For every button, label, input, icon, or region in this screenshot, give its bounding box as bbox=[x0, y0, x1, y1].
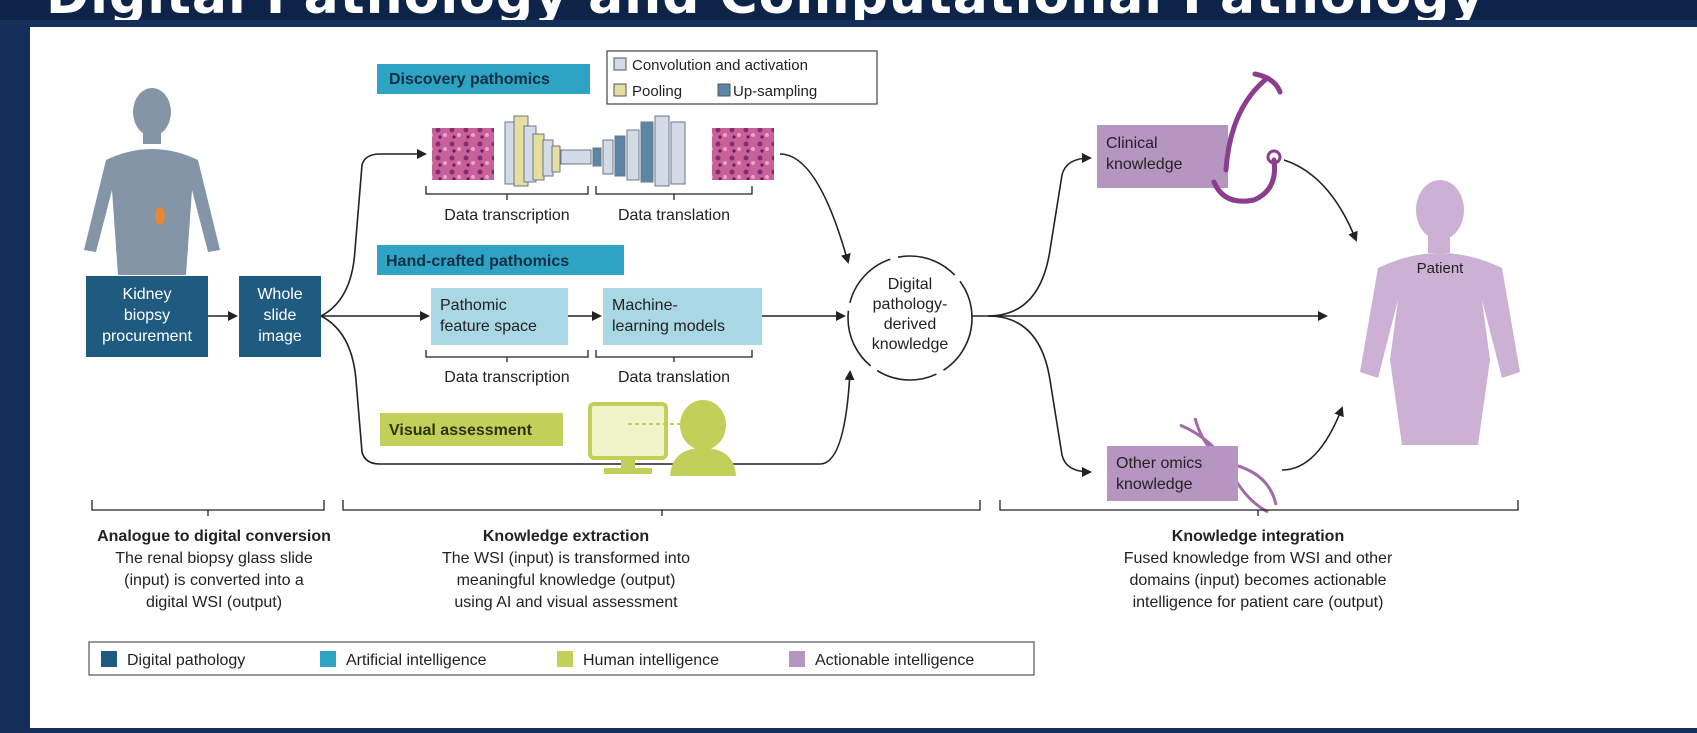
patient-silhouette-icon bbox=[1360, 180, 1520, 445]
legend-swatch-human bbox=[557, 651, 573, 667]
stage-analogue-to-digital: Analogue to digital conversion The renal… bbox=[97, 528, 331, 611]
clinical-line-2: knowledge bbox=[1106, 156, 1183, 173]
stethoscope-icon bbox=[1211, 71, 1283, 204]
cnn-legend-conv: Convolution and activation bbox=[632, 57, 808, 74]
legend-label-ai: Artificial intelligence bbox=[346, 652, 487, 669]
color-legend: Digital pathology Artificial intelligenc… bbox=[88, 641, 1035, 676]
ml-line-1: Machine- bbox=[612, 297, 678, 314]
handcrafted-pathomics-label: Hand-crafted pathomics bbox=[386, 253, 569, 270]
machine-learning-models-node: Machine- learning models bbox=[603, 288, 762, 345]
clinical-line-1: Clinical bbox=[1106, 135, 1158, 152]
dpdk-line-3: derived bbox=[884, 316, 936, 333]
ml-line-2: learning models bbox=[612, 318, 725, 335]
kidney-line-2: biopsy bbox=[124, 307, 170, 324]
patient-label: Patient bbox=[1417, 260, 1465, 277]
visual-assessment-label: Visual assessment bbox=[389, 422, 533, 439]
stage-1-line-3: digital WSI (output) bbox=[146, 594, 282, 611]
discovery-pathomics-label: Discovery pathomics bbox=[389, 71, 550, 88]
kidney-line-3: procurement bbox=[102, 328, 192, 345]
stage-2-line-2: meaningful knowledge (output) bbox=[457, 572, 676, 589]
handcrafted-braces bbox=[425, 350, 753, 362]
dpdk-line-4: knowledge bbox=[872, 336, 949, 353]
stage-braces bbox=[91, 500, 1519, 516]
stage-2-line-3: using AI and visual assessment bbox=[454, 594, 678, 611]
stage-3-title: Knowledge integration bbox=[1172, 528, 1344, 545]
handcrafted-data-transcription: Data transcription bbox=[444, 369, 569, 386]
discovery-data-transcription: Data transcription bbox=[444, 207, 569, 224]
monitor-icon bbox=[588, 402, 680, 474]
dpdk-line-2: pathology- bbox=[873, 296, 948, 313]
stage-1-line-2: (input) is converted into a bbox=[124, 572, 304, 589]
stage-1-title: Analogue to digital conversion bbox=[97, 528, 331, 545]
wsi-line-3: image bbox=[258, 328, 302, 345]
legend-swatch-actionable bbox=[789, 651, 805, 667]
slide-title: Digital Pathology and Computational Path… bbox=[46, 0, 1485, 20]
omics-line-2: knowledge bbox=[1116, 476, 1193, 493]
wsi-line-2: slide bbox=[264, 307, 297, 324]
clinical-knowledge-node: Clinical knowledge bbox=[1097, 125, 1228, 188]
stage-knowledge-extraction: Knowledge extraction The WSI (input) is … bbox=[442, 528, 690, 611]
figure-panel: Kidney biopsy procurement Whole slide im… bbox=[30, 27, 1697, 728]
discovery-label-bg bbox=[377, 64, 590, 94]
handcrafted-label-bg bbox=[377, 245, 624, 275]
stage-1-line-1: The renal biopsy glass slide bbox=[115, 550, 313, 567]
omics-line-1: Other omics bbox=[1116, 455, 1202, 472]
pathomic-feature-space-node: Pathomic feature space bbox=[431, 288, 568, 345]
kidney-biopsy-node: Kidney biopsy procurement bbox=[86, 276, 208, 357]
legend-label-human: Human intelligence bbox=[583, 652, 719, 669]
cnn-legend-up: Up-sampling bbox=[733, 83, 817, 100]
discovery-data-translation: Data translation bbox=[618, 207, 730, 224]
wsi-line-1: Whole bbox=[257, 286, 302, 303]
discovery-braces bbox=[425, 186, 753, 200]
kidney-icon bbox=[155, 207, 165, 225]
slide-title-bar: Digital Pathology and Computational Path… bbox=[0, 0, 1697, 20]
visual-label-bg bbox=[380, 413, 563, 446]
cnn-architecture-icon bbox=[504, 115, 686, 187]
cnn-legend-pool: Pooling bbox=[632, 83, 682, 100]
pathomic-line-2: feature space bbox=[440, 318, 537, 335]
other-omics-knowledge-node: Other omics knowledge bbox=[1107, 446, 1238, 501]
legend-label-actionable: Actionable intelligence bbox=[815, 652, 974, 669]
stage-3-line-1: Fused knowledge from WSI and other bbox=[1124, 550, 1393, 567]
stage-knowledge-integration: Knowledge integration Fused knowledge fr… bbox=[1124, 528, 1393, 611]
output-tissue-image bbox=[712, 128, 774, 180]
dpdk-line-1: Digital bbox=[888, 276, 932, 293]
legend-swatch-digital bbox=[101, 651, 117, 667]
kidney-line-1: Kidney bbox=[123, 286, 172, 303]
whole-slide-image-node: Whole slide image bbox=[239, 276, 321, 357]
stage-2-title: Knowledge extraction bbox=[483, 528, 649, 545]
pathology-workflow-diagram: Kidney biopsy procurement Whole slide im… bbox=[84, 50, 1520, 676]
legend-swatch-ai bbox=[320, 651, 336, 667]
handcrafted-data-translation: Data translation bbox=[618, 369, 730, 386]
input-tissue-image bbox=[432, 128, 494, 180]
stage-3-line-2: domains (input) becomes actionable bbox=[1129, 572, 1386, 589]
human-silhouette-icon bbox=[84, 88, 220, 275]
pathomic-line-1: Pathomic bbox=[440, 297, 507, 314]
wsi-branch-arrows bbox=[320, 149, 855, 465]
legend-label-digital: Digital pathology bbox=[127, 652, 245, 669]
observer-person-icon bbox=[670, 400, 736, 476]
integration-arrows bbox=[972, 153, 1358, 477]
digital-pathology-derived-knowledge-node: Digital pathology- derived knowledge bbox=[847, 255, 973, 381]
cnn-layer-legend: Convolution and activation Pooling Up-sa… bbox=[606, 50, 878, 105]
stage-3-line-3: intelligence for patient care (output) bbox=[1133, 594, 1384, 611]
stage-2-line-1: The WSI (input) is transformed into bbox=[442, 550, 690, 567]
